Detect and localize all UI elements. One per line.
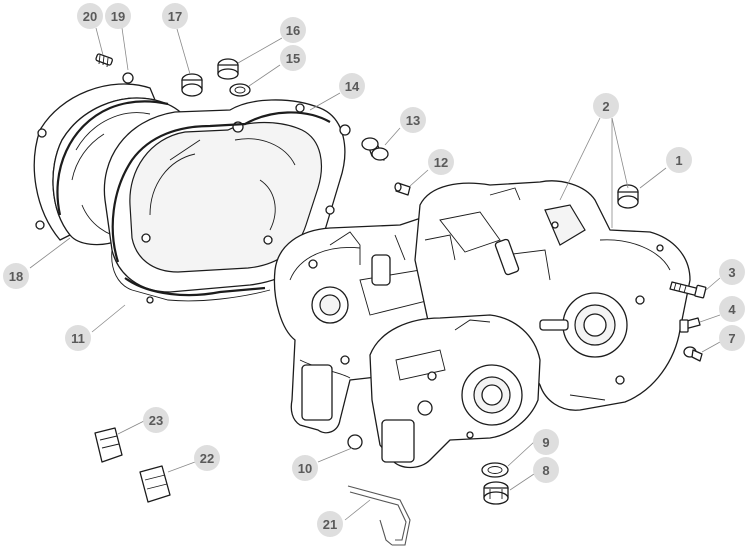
callout-label: 19 xyxy=(111,9,125,24)
callout-18: 18 xyxy=(3,263,29,289)
oil-plug-16 xyxy=(217,58,239,80)
callout-23: 23 xyxy=(143,407,169,433)
callout-label: 18 xyxy=(9,269,23,284)
callout-label: 16 xyxy=(286,23,300,38)
sleeve-1 xyxy=(617,184,639,209)
callout-label: 3 xyxy=(728,265,735,280)
filter-23 xyxy=(94,427,123,463)
screw-7 xyxy=(683,346,703,362)
callout-label: 22 xyxy=(200,451,214,466)
leader-lines xyxy=(29,27,721,521)
callout-label: 21 xyxy=(323,517,337,532)
callout-label: 23 xyxy=(149,413,163,428)
callout-2: 2 xyxy=(593,93,619,119)
callout-label: 12 xyxy=(434,155,448,170)
callout-17: 17 xyxy=(162,3,188,29)
callout-label: 17 xyxy=(168,9,182,24)
callout-20: 20 xyxy=(77,3,103,29)
callout-11: 11 xyxy=(65,325,91,351)
washer-9 xyxy=(481,462,509,478)
bolt-3 xyxy=(669,281,707,299)
callout-label: 20 xyxy=(83,9,97,24)
callout-7: 7 xyxy=(719,325,745,351)
callout-8: 8 xyxy=(533,457,559,483)
callout-label: 10 xyxy=(298,461,312,476)
bolt-20 xyxy=(95,53,113,68)
callout-label: 4 xyxy=(728,302,736,317)
filter-22 xyxy=(139,465,171,503)
callout-label: 9 xyxy=(542,435,549,450)
callout-4: 4 xyxy=(719,296,745,322)
bolt-4 xyxy=(679,317,701,333)
callout-10: 10 xyxy=(292,455,318,481)
plug-17 xyxy=(181,73,203,97)
callout-12: 12 xyxy=(428,149,454,175)
washer-15 xyxy=(229,83,251,97)
cover-gasket-small xyxy=(56,100,169,216)
clutch-cover-gasket xyxy=(111,111,331,302)
callout-16: 16 xyxy=(280,17,306,43)
callout-label: 11 xyxy=(71,331,85,346)
wire-clip-21 xyxy=(347,485,411,546)
callout-22: 22 xyxy=(194,445,220,471)
callout-19: 19 xyxy=(105,3,131,29)
drain-plug-8 xyxy=(483,481,509,505)
callout-15: 15 xyxy=(280,45,306,71)
clutch-cover xyxy=(103,99,351,304)
bushing-13 xyxy=(361,137,389,161)
callout-label: 15 xyxy=(286,51,300,66)
callout-label: 13 xyxy=(406,113,420,128)
callout-1: 1 xyxy=(666,147,692,173)
callout-13: 13 xyxy=(400,107,426,133)
callout-label: 7 xyxy=(728,331,735,346)
callout-3: 3 xyxy=(719,259,745,285)
crankcase-right-half xyxy=(414,180,691,411)
callout-14: 14 xyxy=(339,73,365,99)
crankcase-lower-block xyxy=(347,314,541,469)
callout-21: 21 xyxy=(317,511,343,537)
callout-label: 1 xyxy=(675,153,682,168)
callout-label: 2 xyxy=(602,99,609,114)
callout-label: 14 xyxy=(345,79,360,94)
pin-12 xyxy=(394,182,411,196)
callout-9: 9 xyxy=(533,429,559,455)
callout-label: 8 xyxy=(542,463,549,478)
